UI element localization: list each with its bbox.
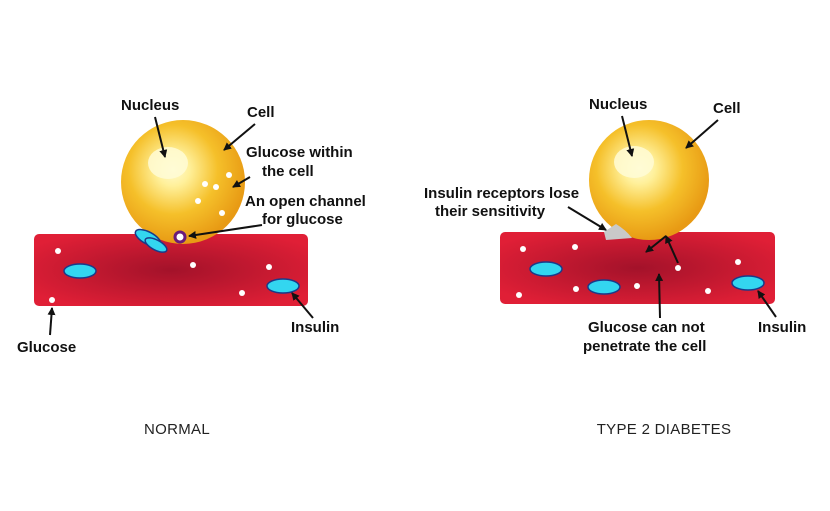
insulin-receptor-binding [134, 228, 168, 253]
arrow-cannot-penetrate [655, 273, 664, 319]
insulin-molecule [731, 275, 765, 291]
blood-vessel [34, 234, 308, 306]
arrow-blocked-entry-2 [645, 235, 667, 253]
glucose-molecules [516, 244, 741, 298]
nucleus [148, 147, 188, 179]
open-channel [173, 230, 187, 244]
arrow-channel [188, 224, 263, 239]
arrow-glucose [47, 307, 56, 336]
label-cell: Cell [247, 104, 275, 121]
label-nucleus: Nucleus [121, 97, 179, 114]
arrow-cell [685, 119, 719, 149]
label-cell: Cell [713, 100, 741, 117]
arrow-blocked-entry [665, 235, 679, 264]
glucose-within-cell [195, 172, 232, 216]
arrow-insulin [291, 292, 314, 319]
label-channel-1: An open channel [245, 193, 366, 210]
caption-diabetes: TYPE 2 DIABETES [597, 421, 732, 438]
label-receptors-1: Insulin receptors lose [424, 185, 579, 202]
arrow-cell [223, 123, 256, 151]
arrow-nucleus [621, 115, 635, 157]
insulin-molecule [266, 278, 300, 294]
label-insulin: Insulin [291, 319, 339, 336]
label-receptors-2: their sensitivity [435, 203, 546, 220]
arrow-nucleus [154, 116, 168, 158]
caption-normal: NORMAL [144, 421, 210, 438]
label-glucose-within-1: Glucose within [246, 144, 353, 161]
label-no-entry-1: Glucose can not [588, 319, 705, 336]
label-glucose: Glucose [17, 339, 76, 356]
blood-vessel [500, 232, 775, 304]
cell [121, 120, 245, 244]
insulin-molecule [63, 263, 97, 279]
label-insulin: Insulin [758, 319, 806, 336]
insensitive-receptor [604, 224, 632, 240]
label-nucleus: Nucleus [589, 96, 647, 113]
glucose-molecules [49, 248, 272, 303]
diabetes-panel: Nucleus Cell Insulin receptors lose thei… [424, 96, 806, 438]
normal-panel: Nucleus Cell Glucose within the cell An … [17, 97, 366, 438]
cell [589, 120, 709, 240]
nucleus [614, 146, 654, 178]
arrow-glucose-within [232, 176, 251, 188]
arrow-insulin [757, 290, 777, 318]
arrow-receptors [567, 206, 607, 231]
label-glucose-within-2: the cell [262, 163, 314, 180]
insulin-molecule [587, 279, 621, 295]
insulin-molecule [529, 261, 563, 277]
label-channel-2: for glucose [262, 211, 343, 228]
label-no-entry-2: penetrate the cell [583, 338, 706, 355]
